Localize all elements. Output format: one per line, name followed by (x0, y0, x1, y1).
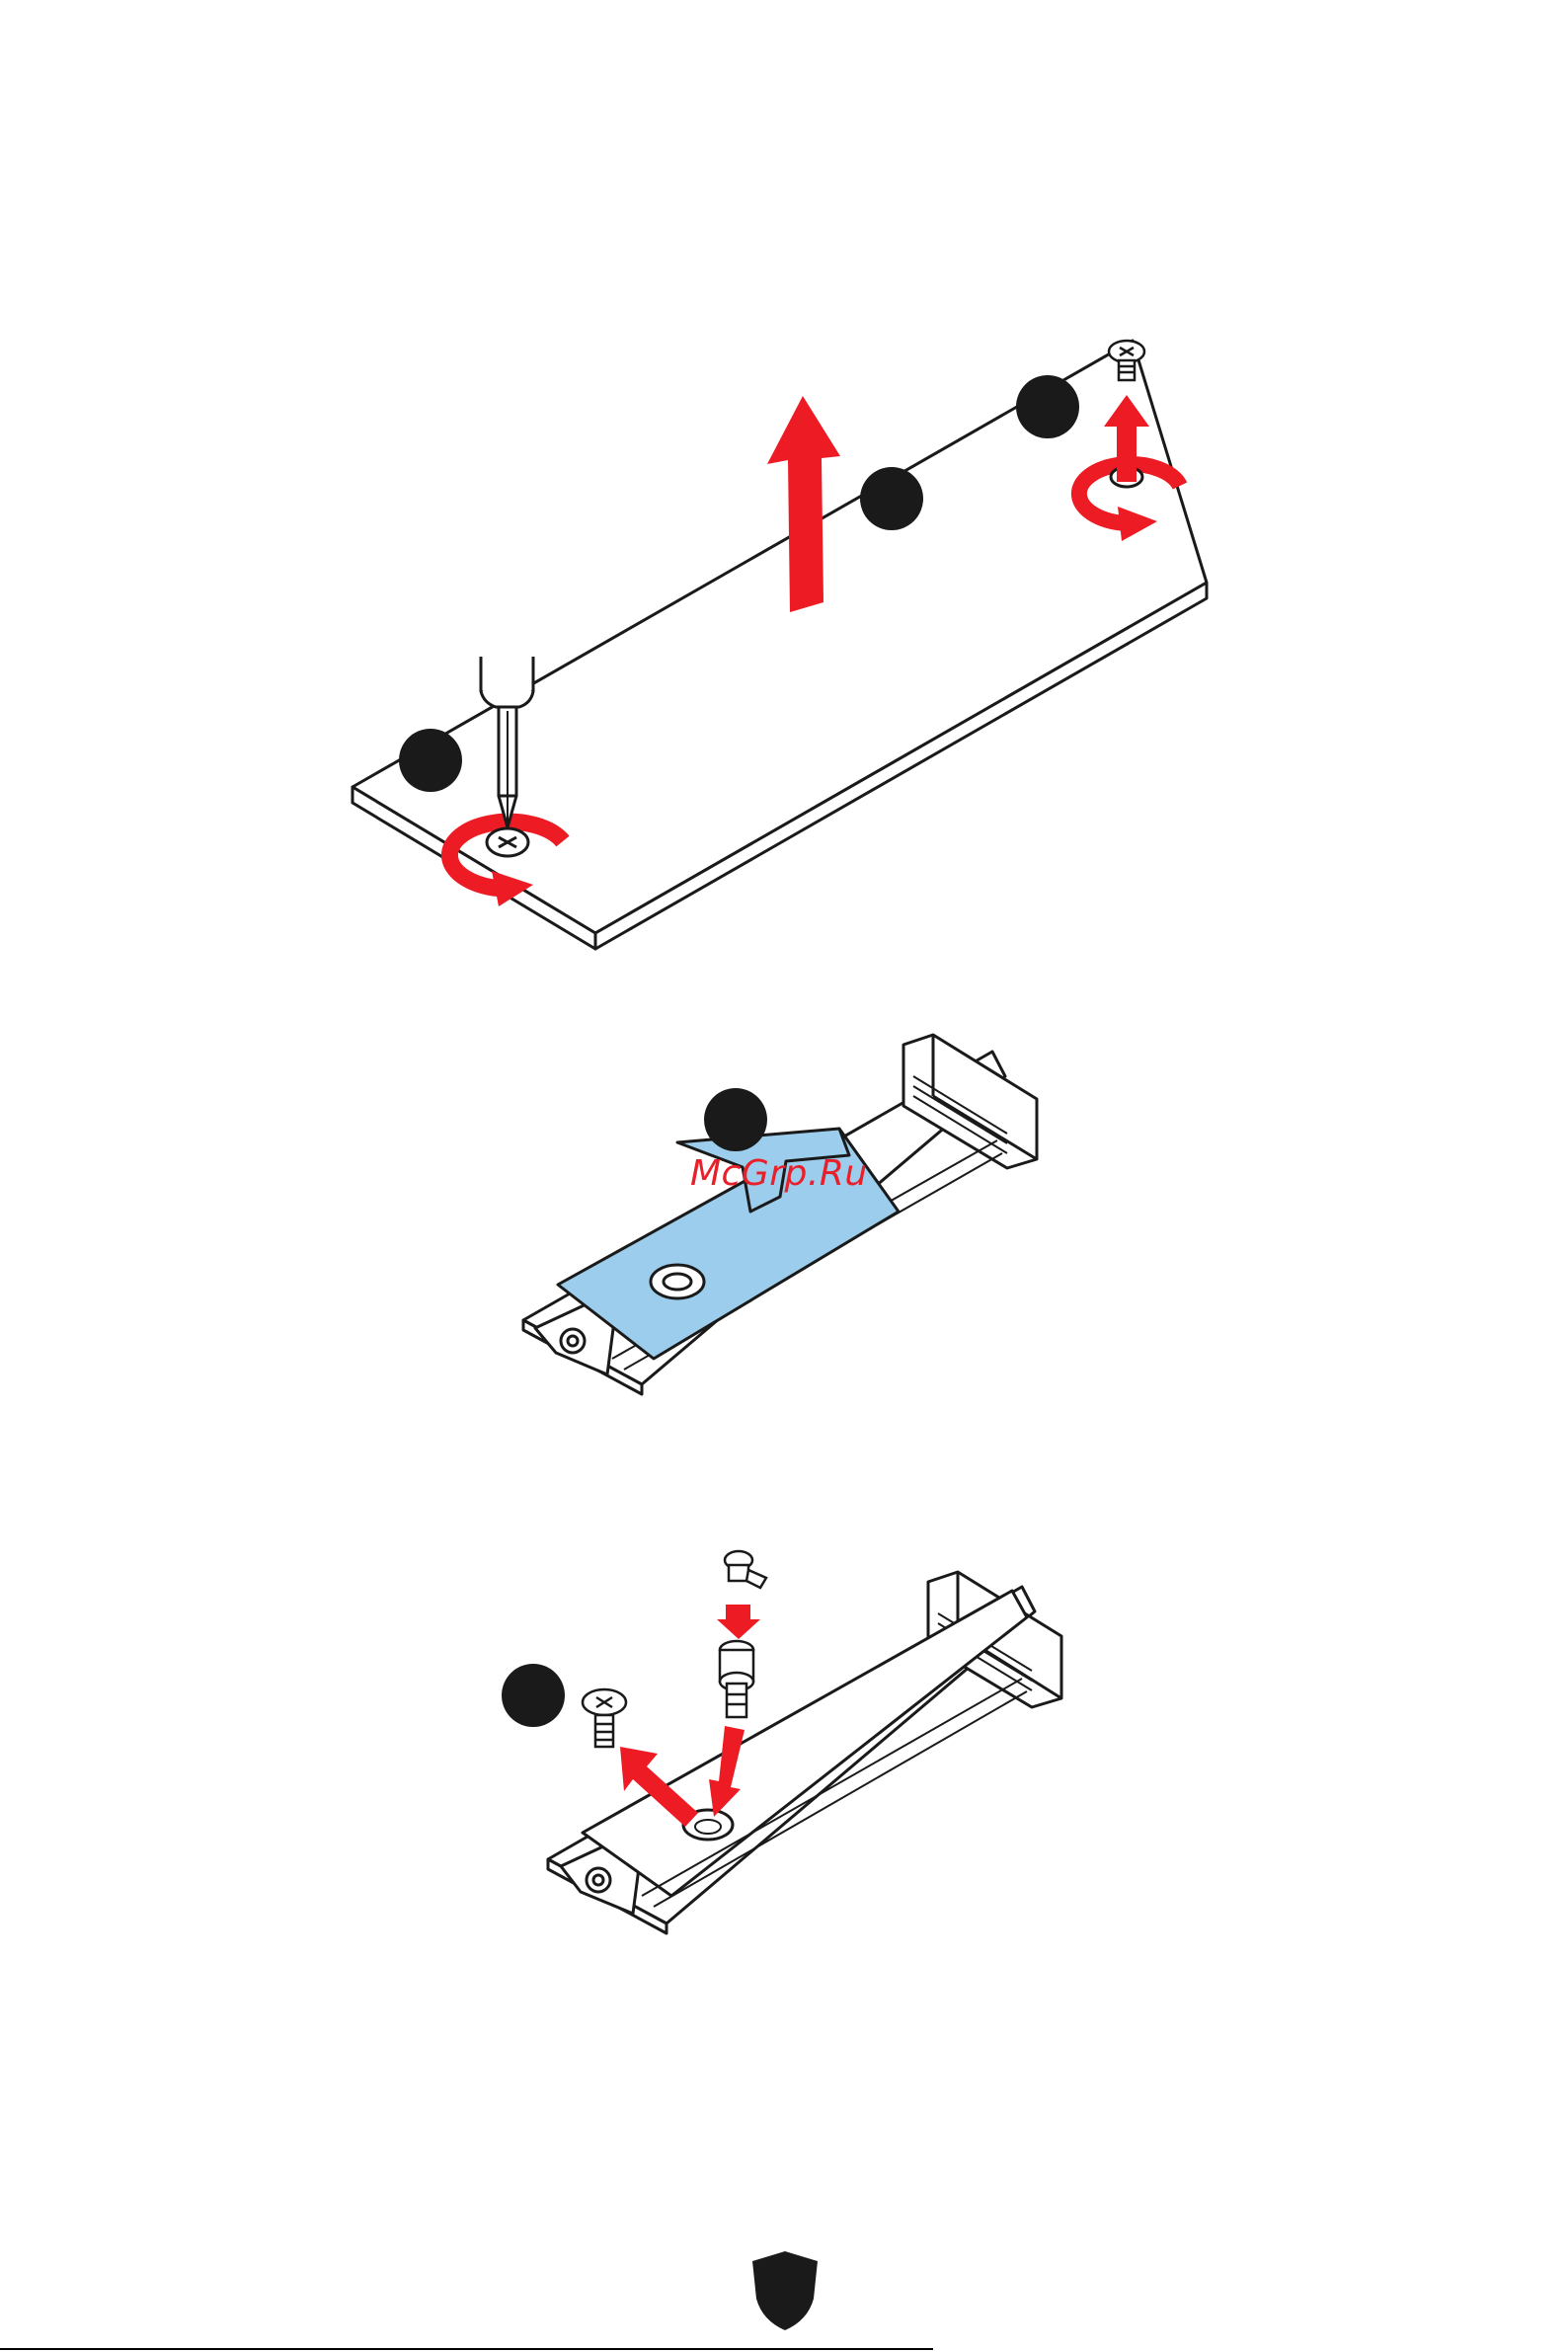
msi-shield-icon (750, 2249, 820, 2332)
panel-install-standoff (0, 1540, 1568, 1955)
screw-icon (487, 828, 528, 856)
panel-thermal-pad (0, 1017, 1568, 1432)
step-marker-3 (1016, 375, 1079, 438)
step-marker-2 (860, 467, 923, 530)
thermal-pad-icon (558, 1129, 899, 1359)
step-marker-1 (704, 1088, 767, 1151)
step-marker-1 (502, 1664, 565, 1727)
screw-icon (583, 1689, 626, 1747)
m2-heatsink-plate (353, 341, 1207, 949)
step-marker-1 (399, 729, 462, 792)
latch-icon (725, 1551, 766, 1588)
footer-rule (0, 2348, 933, 2350)
arrow-down-icon (717, 1605, 760, 1639)
standoff-icon (720, 1641, 753, 1717)
panel-remove-heatsink (0, 0, 1568, 987)
